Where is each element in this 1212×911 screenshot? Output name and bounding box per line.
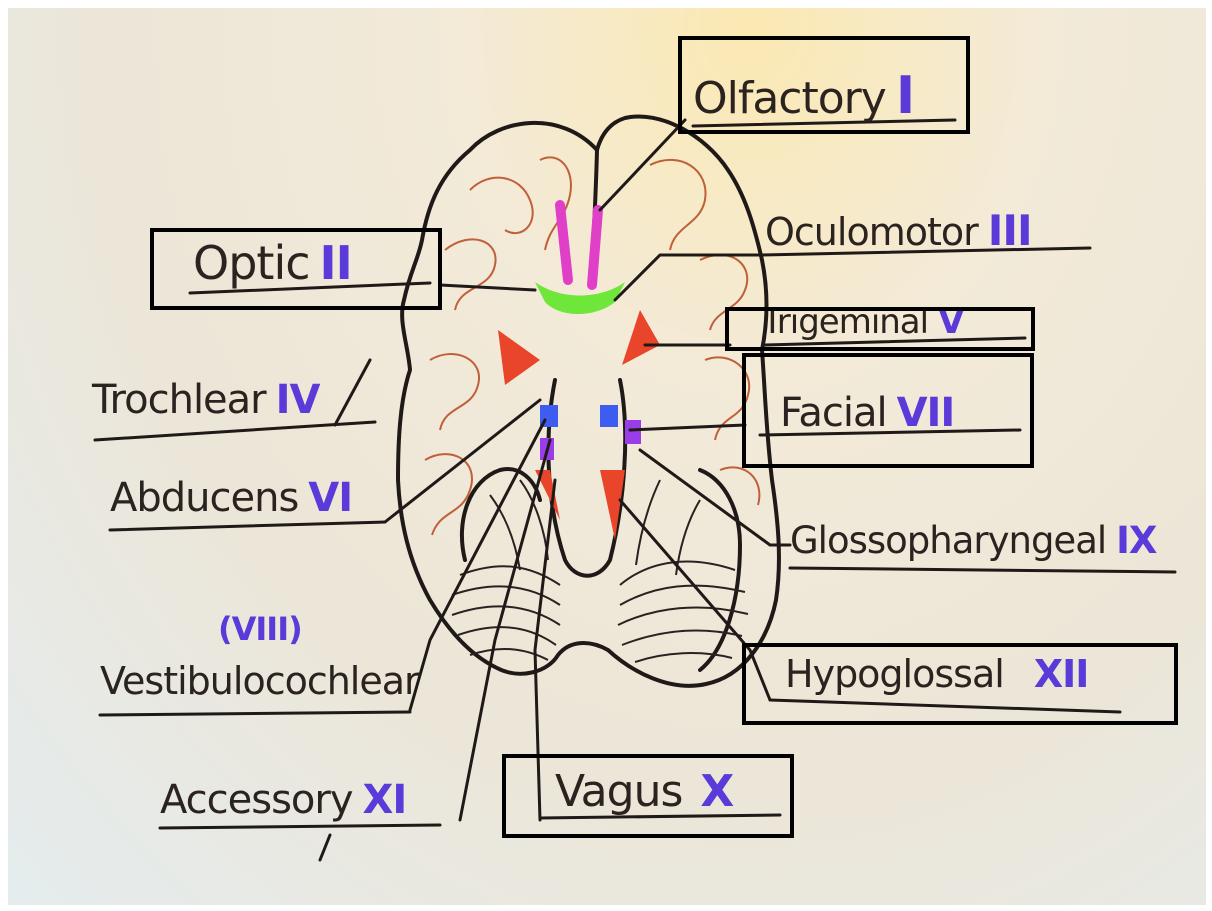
label-vestibulocochlear: Vestibulocochlear xyxy=(100,662,419,700)
label-glossopharyngeal-name: Glossopharyngeal xyxy=(790,519,1106,562)
label-abducens-numeral: VI xyxy=(308,475,352,521)
label-trochlear-numeral: IV xyxy=(276,377,320,423)
label-trochlear-name: Trochlear xyxy=(92,377,266,423)
trigeminal-left xyxy=(498,330,540,385)
label-glossopharyngeal-numeral: IX xyxy=(1116,519,1156,562)
facial-purple xyxy=(625,420,641,444)
label-accessory-numeral: XI xyxy=(363,777,407,823)
label-oculomotor-numeral: III xyxy=(988,206,1032,255)
olfactory-tract-right xyxy=(592,210,598,285)
label-vestibulocochlear-numeral-line: (VIII) xyxy=(218,613,302,645)
cerebrum-outline xyxy=(398,117,779,686)
label-abducens-name: Abducens xyxy=(110,475,298,521)
highlight-box-vagus xyxy=(502,754,794,838)
label-oculomotor-name: Oculomotor xyxy=(765,210,978,254)
label-vestibulocochlear-numeral: (VIII) xyxy=(218,610,302,648)
highlight-box-hypoglossal xyxy=(742,643,1178,725)
label-vestibulocochlear-name: Vestibulocochlear xyxy=(100,659,419,703)
label-accessory-name: Accessory xyxy=(160,777,353,823)
highlight-box-olfactory xyxy=(678,36,970,134)
highlight-box-trigeminal xyxy=(725,307,1035,351)
trigeminal-right xyxy=(622,310,660,365)
optic-chiasm xyxy=(535,282,625,314)
abducens-blue-right xyxy=(600,405,618,427)
highlight-box-optic xyxy=(150,228,442,310)
olfactory-tract-left xyxy=(560,205,568,280)
colored-nerves xyxy=(498,205,660,540)
highlight-box-facial xyxy=(742,353,1034,468)
